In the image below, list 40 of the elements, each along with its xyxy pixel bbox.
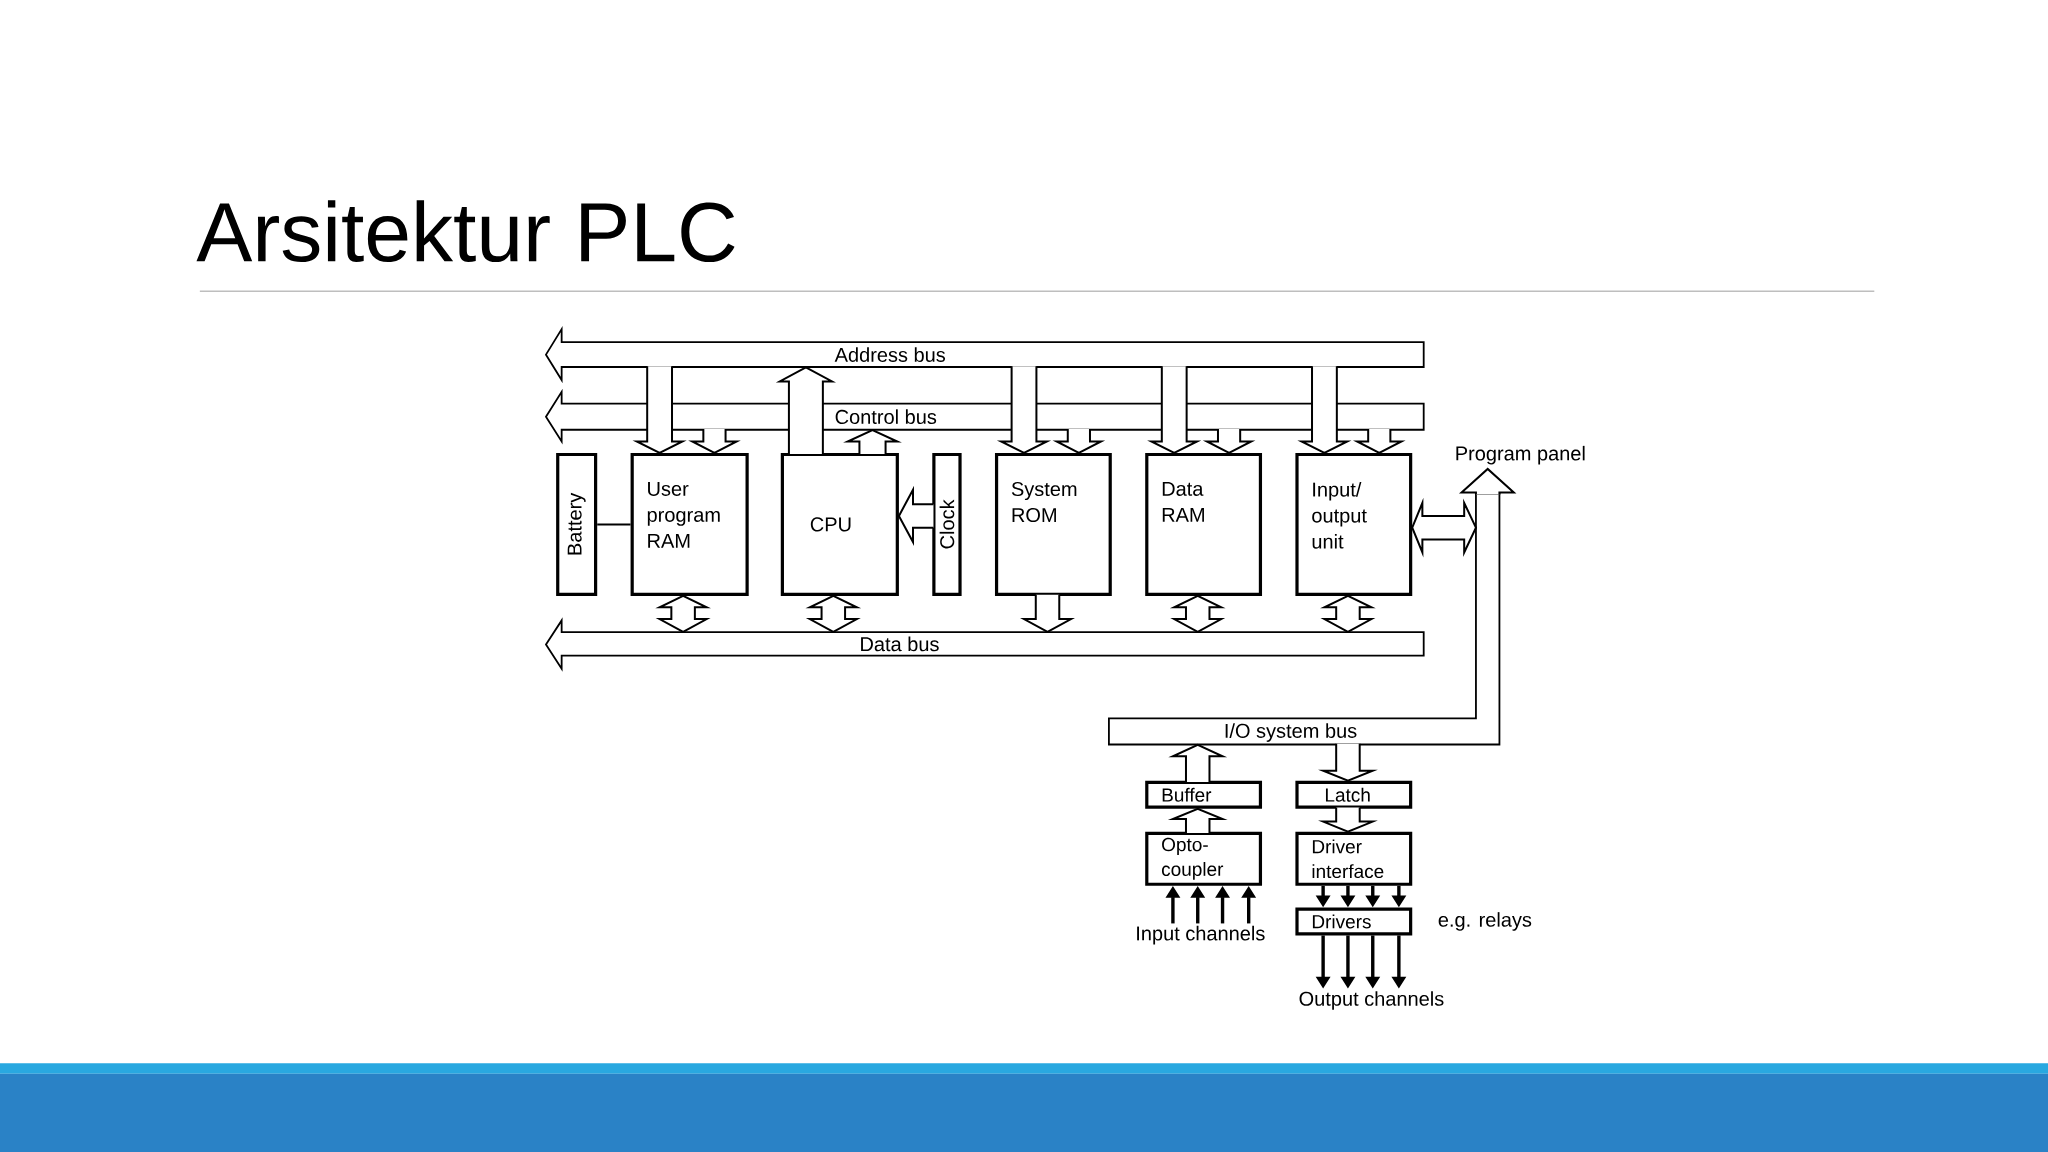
block-arrow — [1167, 807, 1228, 834]
process-box: CPU — [780, 452, 899, 596]
process-box: Driver interface — [1295, 831, 1413, 886]
block-arrow — [1202, 427, 1256, 455]
block-arrow — [775, 366, 836, 456]
process-box: Latch — [1295, 780, 1413, 809]
block-arrow — [1168, 743, 1228, 783]
block-arrow — [1458, 467, 1517, 496]
block-arrow — [655, 594, 711, 633]
process-box: Drivers — [1295, 907, 1413, 936]
block-arrow — [632, 365, 687, 455]
process-box: Buffer — [1145, 780, 1263, 809]
title: Arsitektur PLC — [196, 200, 735, 263]
text-label: Program panel — [1456, 445, 1585, 465]
text-label: Input channels — [1137, 925, 1265, 945]
block-arrow — [897, 485, 935, 546]
process-box: Clock — [932, 452, 962, 596]
block-arrow — [1352, 427, 1406, 455]
process-box: Input/ output unit — [1295, 452, 1413, 596]
block-arrow — [1020, 593, 1075, 633]
block-arrow — [1318, 742, 1378, 782]
process-box: System ROM — [994, 452, 1112, 596]
block-arrow — [1147, 365, 1202, 455]
block-arrow — [1320, 594, 1376, 633]
process-box: Battery — [556, 452, 598, 596]
process-box: Opto- coupler — [1145, 831, 1263, 886]
block-arrow — [843, 429, 902, 456]
block-arrow — [1297, 365, 1352, 455]
process-box: User program RAM — [630, 452, 749, 596]
block-arrow — [1052, 427, 1106, 455]
annotation: e.g. relays — [1438, 912, 1532, 931]
bus-band: Data bus — [544, 617, 1425, 672]
text-label: Output channels — [1299, 991, 1444, 1010]
block-arrow — [996, 365, 1052, 455]
bus-band: Address bus — [544, 325, 1425, 384]
connector-line — [596, 523, 632, 526]
block-arrow — [1318, 806, 1378, 833]
process-box: Data RAM — [1145, 452, 1263, 596]
block-arrow — [688, 427, 741, 455]
block-arrow — [1169, 594, 1226, 633]
